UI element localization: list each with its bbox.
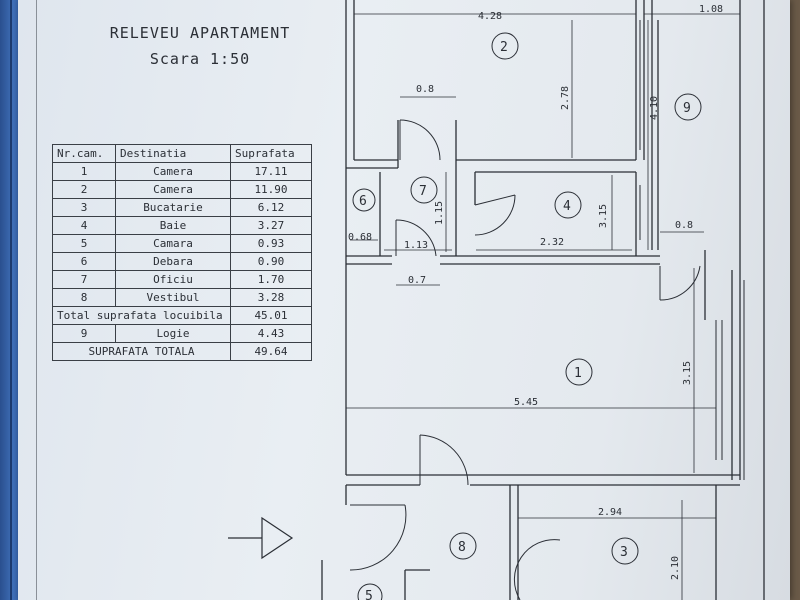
room-number-9: 9 (683, 101, 691, 116)
dim-door-07: 0.7 (408, 275, 426, 286)
table-row: 3 Bucatarie 6.12 (52, 198, 312, 217)
dim-room4-height: 3.15 (598, 204, 609, 228)
window-markers (635, 20, 745, 480)
room-number-7: 7 (419, 184, 427, 199)
room-number-6: 6 (359, 194, 367, 209)
table-row: 8 Vestibul 3.28 (52, 288, 312, 307)
dim-room7-height: 1.15 (434, 201, 445, 225)
document-title: RELEVEU APARTAMENT (109, 24, 291, 42)
document-scale: Scara 1:50 (149, 50, 251, 68)
room-number-5: 5 (365, 589, 373, 600)
room-number-2: 2 (500, 40, 508, 55)
room-area-table: Nr.cam. Destinatia Suprafata 1 Camera 17… (52, 144, 312, 361)
total-locuibila-label: Total suprafata locuibila (52, 306, 231, 325)
dim-door-09: 0.8 (675, 220, 693, 231)
room-number-4: 4 (563, 199, 571, 214)
sheet-frame-line (36, 0, 37, 600)
table-row: 4 Baie 3.27 (52, 216, 312, 235)
dim-room7-width: 1.13 (404, 240, 428, 251)
cell-destinatia: Debara (115, 252, 231, 271)
door-swings (349, 119, 701, 600)
total-value: 49.64 (230, 342, 312, 361)
dim-room2-width: 4.28 (478, 11, 502, 22)
dim-oficiu-door: 0.8 (416, 84, 434, 95)
table-row-total-locuibila: Total suprafata locuibila 45.01 (52, 306, 312, 325)
dim-room3-height: 2.10 (670, 556, 681, 580)
plan-walls (321, 0, 765, 600)
room-number-1: 1 (574, 366, 582, 381)
dim-room2-height: 2.78 (560, 86, 571, 110)
table-row: 1 Camera 17.11 (52, 162, 312, 181)
entrance-arrow-icon (228, 516, 294, 560)
header-nr: Nr.cam. (52, 144, 116, 163)
cell-suprafata: 3.27 (230, 216, 312, 235)
folder-edge-line (10, 0, 12, 600)
room-number-3: 3 (620, 545, 628, 560)
dim-room9-width: 1.08 (699, 4, 723, 15)
total-label: SUPRAFATA TOTALA (52, 342, 231, 361)
dim-room3-width: 2.94 (598, 507, 622, 518)
room-number-circles (352, 32, 702, 600)
dim-room5-width: 0.68 (348, 232, 372, 243)
room-number-8: 8 (458, 540, 466, 555)
dim-room1-height: 3.15 (682, 361, 693, 385)
cell-destinatia: Camara (115, 234, 231, 253)
cell-destinatia: Vestibul (115, 288, 231, 307)
dim-room4-width: 2.32 (540, 237, 564, 248)
dim-room1-width: 5.45 (514, 397, 538, 408)
cell-suprafata: 11.90 (230, 180, 312, 199)
table-row: 6 Debara 0.90 (52, 252, 312, 271)
dim-room9-height: 4.10 (649, 96, 660, 120)
table-row-total: SUPRAFATA TOTALA 49.64 (52, 342, 312, 361)
table-header-row: Nr.cam. Destinatia Suprafata (52, 144, 312, 163)
dimension-lines (346, 13, 740, 600)
